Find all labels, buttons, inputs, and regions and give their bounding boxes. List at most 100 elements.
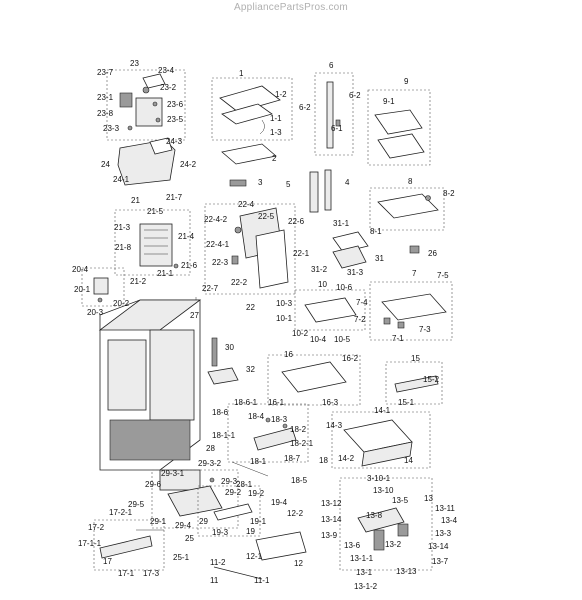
- part-1-3: [259, 119, 265, 135]
- part-12-1: [255, 531, 307, 561]
- part-8: [377, 193, 439, 219]
- callout-6: 6: [329, 61, 334, 70]
- callout-31-2: 31-2: [311, 265, 328, 274]
- callout-15-2: 15-2: [423, 375, 440, 384]
- watermark-header: AppliancePartsPros.com: [234, 2, 348, 13]
- control-board-assembly-13: [339, 477, 433, 571]
- callout-31: 31: [375, 254, 384, 263]
- cabinet-body: [98, 299, 202, 491]
- callout-13-5: 13-5: [392, 496, 409, 505]
- callout-13-4: 13-4: [441, 516, 458, 525]
- callout-17-1: 17-1: [118, 569, 135, 578]
- part-11-1: [213, 566, 263, 580]
- callout-10-1: 10-1: [276, 314, 293, 323]
- callout-7-4: 7-4: [356, 298, 368, 307]
- callout-22-4-1: 22-4-1: [206, 240, 230, 249]
- part-29-3: [209, 477, 215, 483]
- callout-12-1: 12-1: [246, 552, 263, 561]
- part-26: [409, 245, 420, 254]
- part-22: [255, 229, 289, 289]
- callout-29-3-2: 29-3-2: [198, 459, 222, 468]
- callout-18-7: 18-7: [284, 454, 301, 463]
- callout-15: 15: [411, 354, 420, 363]
- callout-13-3: 13-3: [435, 529, 452, 538]
- callout-14-3: 14-3: [326, 421, 343, 430]
- ice-maker-assembly-23: [106, 69, 186, 141]
- callout-18-3: 18-3: [271, 415, 288, 424]
- callout-7: 7: [412, 269, 417, 278]
- ice-bucket-24: [117, 137, 176, 186]
- callout-29-1: 29-1: [150, 517, 167, 526]
- part-14-2: [361, 441, 413, 467]
- callout-22-4-2: 22-4-2: [204, 215, 228, 224]
- callout-13-14-lower: 13-14: [428, 542, 449, 551]
- callout-22-2: 22-2: [231, 278, 248, 287]
- callout-16: 16: [284, 350, 293, 359]
- cabinet-freezer-section: [109, 419, 191, 461]
- callout-20-3: 20-3: [87, 308, 104, 317]
- rail-assembly-19: [197, 485, 261, 537]
- callout-13-6: 13-6: [344, 541, 361, 550]
- drawer-assembly-29: [151, 469, 239, 529]
- callout-11-2: 11-2: [210, 558, 226, 567]
- callout-22-6: 22-6: [288, 217, 305, 226]
- fan-duct-assembly-22: [204, 203, 296, 295]
- callout-21-2: 21-2: [130, 277, 147, 286]
- callout-7-1: 7-1: [392, 334, 404, 343]
- callout-31-3: 31-3: [347, 268, 364, 277]
- callout-23-5: 23-5: [167, 115, 184, 124]
- callout-20-1: 20-1: [74, 285, 91, 294]
- drawer-assembly-16: [267, 354, 361, 406]
- callout-29-4: 29-4: [175, 521, 192, 530]
- callout-29-3: 29-3: [221, 477, 238, 486]
- callout-29-5: 29-5: [128, 500, 145, 509]
- callout-8-1: 8-1: [370, 227, 382, 236]
- callout-31-1: 31-1: [333, 219, 350, 228]
- callout-1-2: 1-2: [275, 90, 287, 99]
- callout-23-1: 23-1: [97, 93, 114, 102]
- callout-13-2: 13-2: [385, 540, 402, 549]
- crisper-drawer-14: [331, 411, 431, 469]
- callout-13-14-upper: 13-14: [321, 515, 342, 524]
- part-8-2: [425, 195, 431, 201]
- callout-3: 3: [258, 178, 263, 187]
- control-assembly-18: [227, 403, 309, 463]
- part-9-1: [374, 109, 423, 135]
- callout-13-1: 13-1: [356, 568, 373, 577]
- callout-16-3: 16-3: [322, 398, 339, 407]
- cabinet-right-compartment: [149, 329, 195, 421]
- callout-10-2: 10-2: [292, 329, 309, 338]
- callout-14: 14: [404, 456, 413, 465]
- callout-26: 26: [428, 249, 437, 258]
- part-2: [221, 143, 277, 165]
- callout-13-13: 13-13: [396, 567, 417, 576]
- part-13-14: [357, 507, 405, 533]
- callout-24: 24: [101, 160, 110, 169]
- rail-assembly-6: [314, 72, 354, 156]
- callout-20-4: 20-4: [72, 265, 89, 274]
- callout-23-6: 23-6: [167, 100, 184, 109]
- callout-29-6: 29-6: [145, 480, 162, 489]
- part-13-6: [397, 523, 409, 537]
- callout-13-8: 13-8: [366, 511, 383, 520]
- cabinet-left-compartment: [107, 339, 147, 411]
- callout-17-2-1: 17-2-1: [109, 508, 133, 517]
- callout-21-8: 21-8: [115, 243, 132, 252]
- callout-25-1: 25-1: [173, 553, 190, 562]
- callout-10: 10: [318, 280, 327, 289]
- part-23-1: [119, 92, 133, 108]
- bin-assembly-31: [332, 231, 369, 269]
- callout-3-10-1: 3-10-1: [367, 474, 391, 483]
- part-22-3: [231, 255, 239, 265]
- callout-23: 23: [130, 59, 139, 68]
- callout-23-3: 23-3: [103, 124, 120, 133]
- callout-23-4: 23-4: [158, 66, 175, 75]
- callout-13: 13: [424, 494, 433, 503]
- callout-7-2: 7-2: [354, 315, 366, 324]
- callout-18-2: 18-2: [290, 425, 307, 434]
- callout-13-1-2: 13-1-2: [354, 582, 378, 591]
- callout-18-4: 18-4: [248, 412, 265, 421]
- callout-29: 29: [199, 517, 208, 526]
- callout-11: 11: [210, 576, 219, 585]
- callout-2: 2: [272, 154, 277, 163]
